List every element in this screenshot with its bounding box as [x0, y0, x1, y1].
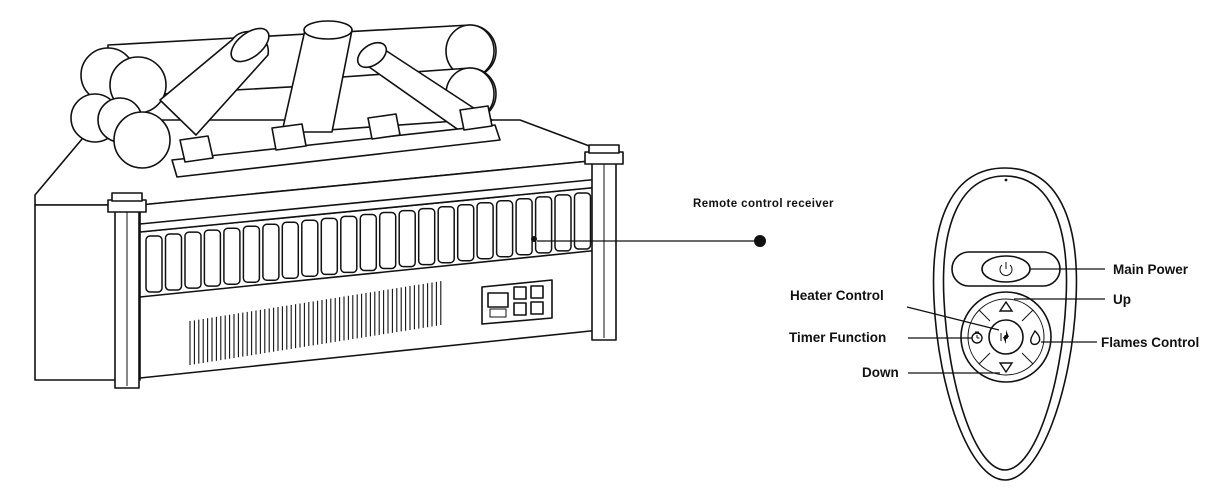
panel-button-3[interactable]	[513, 302, 527, 316]
receiver-leader-dot	[754, 235, 766, 247]
main-power-label: Main Power	[1113, 262, 1189, 277]
fireplace-insert	[34, 20, 624, 389]
flame-strip	[301, 219, 319, 278]
fan-icon	[1000, 330, 1009, 344]
flame-strip	[515, 198, 533, 256]
log-diag-left-end	[230, 27, 270, 63]
flame-strip	[476, 201, 494, 260]
remote-receiver-label: Remote control receiver	[693, 198, 834, 210]
flames-button[interactable]	[1030, 329, 1041, 346]
flame-strip	[534, 196, 553, 254]
corner-post-right	[584, 144, 624, 341]
grate-clip-4	[459, 105, 493, 131]
grate-clip-1	[179, 135, 214, 163]
flame-icon	[1030, 329, 1041, 346]
flame-strip	[164, 233, 183, 291]
heater-vent	[189, 281, 442, 365]
flame-strip	[359, 213, 378, 272]
flame-strip	[203, 229, 222, 287]
flame-strip	[554, 194, 572, 252]
log-pile	[70, 20, 497, 169]
remote-ir-dot	[1004, 178, 1008, 182]
flame-strip	[417, 207, 436, 266]
flame-strip	[495, 200, 514, 258]
corner-post-left	[107, 192, 147, 389]
remote-control	[932, 167, 1078, 481]
log-grate	[171, 105, 501, 178]
timer-function-label: Timer Function	[789, 330, 886, 345]
flame-strip	[456, 203, 475, 262]
log-center-end	[303, 20, 353, 40]
flame-strip	[398, 209, 416, 268]
dpad-inner-ring	[967, 298, 1045, 376]
up-button[interactable]	[998, 300, 1014, 312]
front-body	[34, 204, 141, 381]
flame-strip	[573, 192, 592, 250]
grate-clip-2	[271, 123, 307, 151]
flame-strip	[223, 227, 241, 285]
flame-strip	[320, 217, 339, 276]
flame-strip	[145, 235, 163, 293]
display-digits	[489, 308, 507, 318]
flame-strip	[281, 221, 300, 280]
display-screen	[487, 292, 509, 308]
flame-strip	[184, 231, 202, 289]
flame-strip	[262, 223, 280, 282]
flames-control-label: Flames Control	[1101, 335, 1199, 350]
panel-button-4[interactable]	[530, 301, 544, 315]
flame-strips	[145, 192, 592, 293]
log-diag-right-end	[356, 41, 388, 69]
triangle-down-icon	[998, 362, 1014, 374]
receiver-sensor	[531, 236, 537, 242]
down-button[interactable]	[998, 362, 1014, 374]
heater-control-leader	[906, 306, 1000, 331]
up-label: Up	[1113, 292, 1131, 307]
panel-button-2[interactable]	[530, 285, 544, 299]
flame-strip	[437, 205, 455, 264]
panel-button-1[interactable]	[513, 286, 527, 300]
flame-strip	[340, 215, 358, 274]
heater-control-label: Heater Control	[790, 288, 884, 303]
down-label: Down	[862, 365, 899, 380]
power-icon	[999, 262, 1013, 276]
triangle-up-icon	[998, 300, 1014, 312]
log-end-e	[113, 111, 171, 169]
flame-strip	[242, 225, 261, 283]
flame-strip	[378, 211, 397, 270]
control-panel	[481, 279, 553, 325]
grate-clip-3	[367, 113, 401, 140]
